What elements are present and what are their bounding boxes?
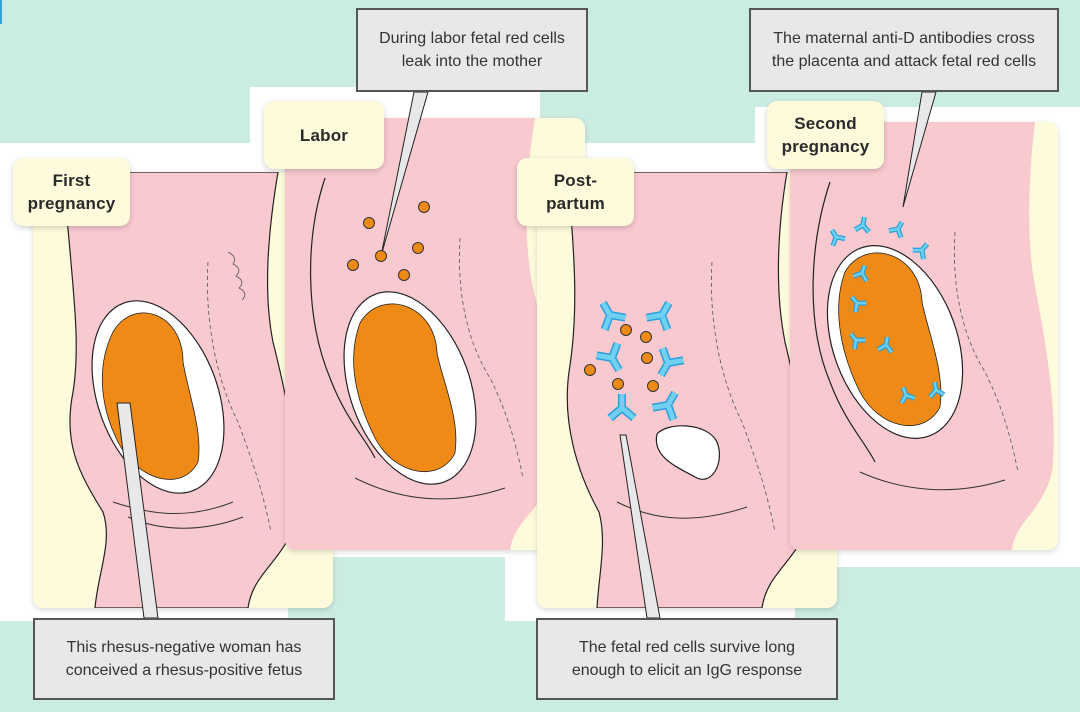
spine-outline <box>711 261 776 533</box>
tag-postpartum: Post- partum <box>517 158 634 226</box>
tag-labor: Labor <box>264 101 384 169</box>
belly-outline <box>812 181 876 463</box>
callout-labor: During labor fetal red cells leak into t… <box>356 8 588 92</box>
spine-outline <box>207 261 272 533</box>
uterus-postpartum <box>655 425 721 480</box>
panel-second-pregnancy <box>790 122 1058 550</box>
belly-outline <box>309 177 376 459</box>
callout-second-pregnancy: The maternal anti-D antibodies cross the… <box>749 8 1059 92</box>
callout-postpartum: The fetal red cells survive long enough … <box>536 618 838 700</box>
spine-outline <box>459 237 524 479</box>
tag-second-pregnancy: Second pregnancy <box>767 101 884 169</box>
body-illustration-labor <box>285 118 559 550</box>
pelvis-lines <box>859 471 1006 491</box>
spine-outline <box>954 231 1019 473</box>
callout-first-pregnancy: This rhesus-negative woman has conceived… <box>33 618 335 700</box>
pelvis-lines <box>354 477 506 500</box>
fetus <box>353 303 457 473</box>
tag-first-pregnancy: First pregnancy <box>13 158 130 226</box>
vertebrae <box>227 251 246 301</box>
corner-mark <box>0 0 2 24</box>
body-illustration-second <box>790 122 1054 550</box>
body-silhouette <box>566 172 812 608</box>
